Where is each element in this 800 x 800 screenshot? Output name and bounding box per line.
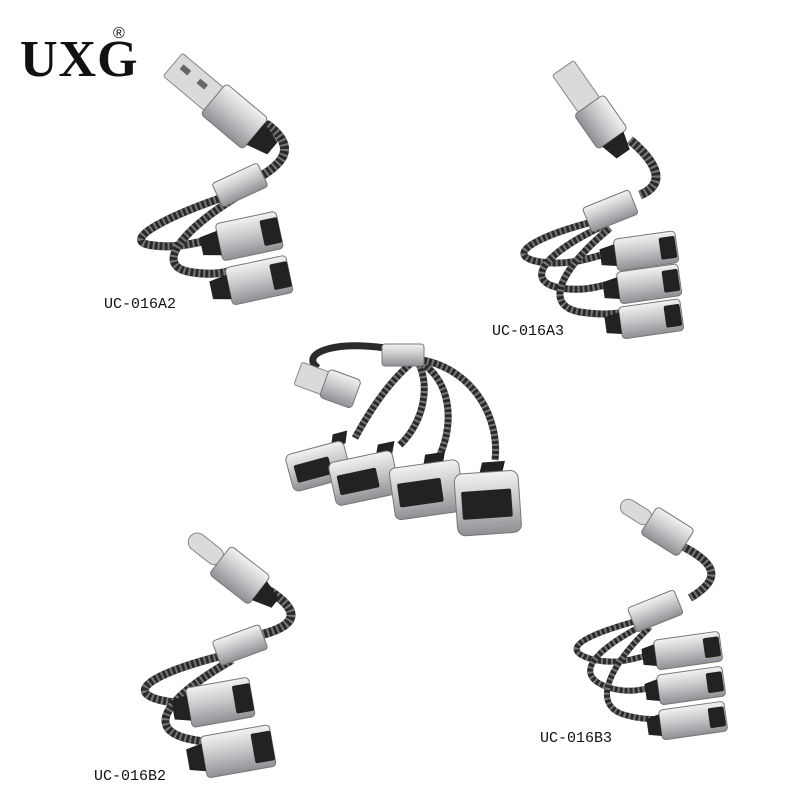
brand-logo: UXG [20,31,139,88]
model-label-b3: UC-016B3 [540,730,613,747]
cable-uc016b2 [141,532,296,778]
model-label-a2: UC-016A2 [104,296,177,313]
cable-4port-hub [285,342,522,537]
cable-uc016b3 [573,498,728,741]
model-label-b2: UC-016B2 [94,768,167,785]
model-label-a3: UC-016A3 [492,323,565,340]
registered-mark: ® [113,25,125,42]
cable-uc016a2 [137,53,294,305]
cable-uc016a3 [520,60,685,339]
